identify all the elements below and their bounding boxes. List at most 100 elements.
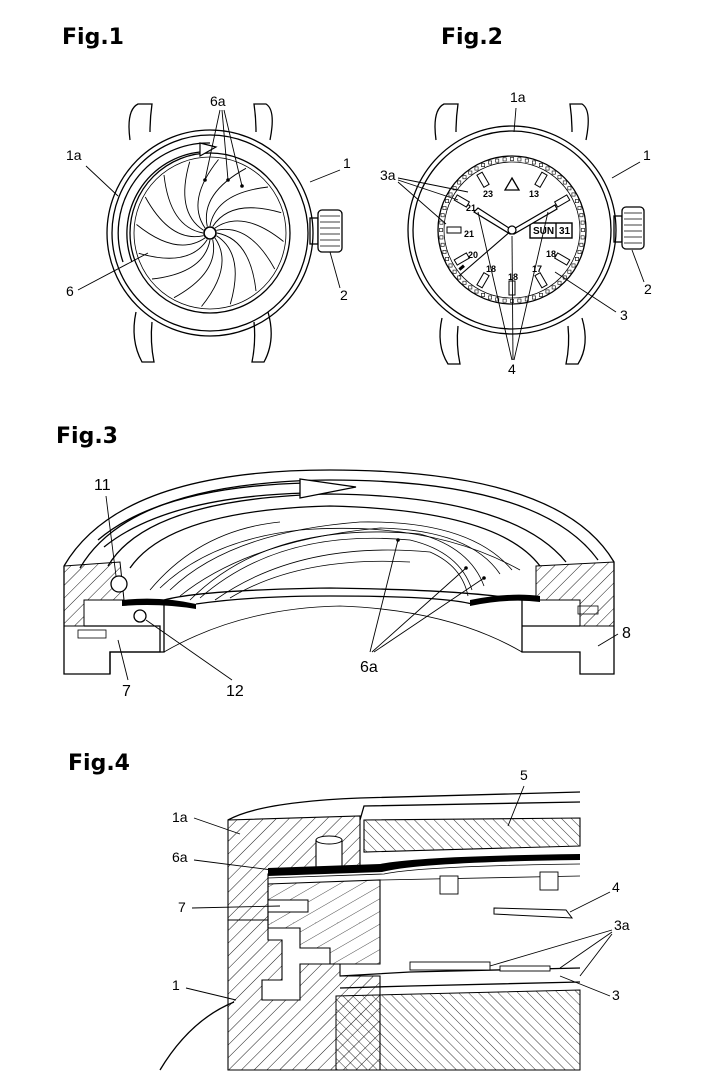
fig2-minute-tick: [457, 180, 462, 185]
fig2-minute-tick: [468, 170, 473, 175]
fig1-rotation-track-outer: [117, 142, 211, 263]
fig2-minute-tick: [571, 192, 576, 197]
fig1-label-6: 6: [66, 283, 74, 299]
fig4-case-top: [227, 791, 581, 821]
fig2-twelve-triangle-icon: [503, 176, 521, 191]
fig2-minute-tick: [481, 292, 486, 297]
fig3-blade-plate-right: [470, 594, 540, 606]
fig2-case-ring: [412, 130, 612, 330]
fig1-label-1a: 1a: [66, 147, 82, 163]
fig3-pin-12: [133, 609, 147, 623]
fig2-minute-tick: [567, 186, 572, 191]
fig2-hands: [458, 204, 558, 277]
fig2-label-1: 1: [643, 147, 651, 163]
fig2-dial-inner: [443, 161, 581, 299]
fig2-lugs: [434, 103, 589, 365]
fig3-label-7: 7: [122, 683, 131, 700]
fig3-case-silhouette: [63, 469, 615, 675]
fig2-minute-tick: [524, 297, 529, 302]
fig2-numeral: 23: [483, 189, 493, 199]
fig2-crown: [613, 206, 645, 250]
fig2-minute-tick: [557, 175, 562, 180]
fig2-minute-ticks: [439, 157, 585, 303]
fig2-minute-tick: [439, 235, 444, 240]
fig2-minute-tick: [452, 269, 457, 274]
fig2-numeral: 18: [546, 249, 556, 259]
fig1-blade: [163, 174, 204, 234]
fig4-crystal-section: [363, 817, 581, 853]
fig2-minute-tick: [442, 206, 447, 211]
fig2-minute-tick: [538, 292, 543, 297]
fig2-minute-tick: [439, 220, 444, 225]
fig1-blade: [144, 196, 204, 238]
fig2-minute-tick: [538, 163, 543, 168]
fig2-minute-tick: [502, 298, 507, 303]
fig2-minute-tick: [551, 285, 556, 290]
fig1-blade: [138, 239, 208, 259]
fig4-title: Fig.4: [68, 751, 130, 776]
fig1-blade: [205, 167, 247, 227]
fig2-hour-index: [453, 194, 471, 208]
fig2-hour-index: [476, 171, 490, 189]
fig2-minute-tick: [577, 206, 582, 211]
fig1-bezel-inner: [129, 152, 291, 314]
fig2-dial-edge: [437, 155, 587, 305]
fig1-blade: [184, 161, 204, 231]
fig2-minute-tick: [488, 295, 493, 300]
fig2-minute-tick: [457, 275, 462, 280]
fig1-iris-blades: [136, 159, 284, 307]
fig3-aperture-edge: [163, 587, 523, 601]
fig2-hour-index: [553, 252, 571, 266]
figure-4: Fig.4 5: [68, 751, 630, 1071]
fig2-numeral: 18: [508, 272, 518, 282]
fig3-label-8: 8: [622, 625, 631, 642]
fig2-numeral: 17: [532, 264, 542, 274]
fig2-minute-tick: [574, 256, 579, 261]
fig3-rotation-arrowhead: [299, 478, 357, 499]
fig2-minute-tick: [524, 158, 529, 163]
fig3-iris-blades: [149, 521, 521, 601]
fig1-blade: [216, 235, 236, 305]
fig2-minute-tick: [574, 199, 579, 204]
fig2-minute-tick: [517, 298, 522, 303]
fig2-minute-tick: [448, 263, 453, 268]
fig2-numeral: 21: [466, 203, 476, 213]
fig1-blade: [212, 207, 282, 227]
fig1-case-outer: [106, 129, 314, 337]
fig4-label-1: 1: [172, 977, 180, 993]
fig2-minute-tick: [580, 220, 585, 225]
figure-3: Fig.3: [56, 424, 631, 700]
fig2-minute-tick: [440, 242, 445, 247]
fig2-hour-index: [446, 226, 462, 234]
fig4-ring-7-section: [267, 879, 381, 965]
fig2-hour-index: [534, 171, 548, 189]
fig4-label-3: 3: [612, 987, 620, 1003]
fig2-numeral: 13: [529, 189, 539, 199]
fig2-minute-tick: [442, 250, 447, 254]
fig2-case-outer: [407, 125, 617, 335]
fig1-crown: [309, 209, 343, 253]
fig2-numeral: 20: [468, 250, 478, 260]
fig2-label-3a: 3a: [380, 167, 396, 183]
fig2-minute-tick: [440, 213, 445, 218]
fig3-blade-plate-left: [122, 598, 196, 609]
figure-1: Fig.1: [62, 25, 351, 363]
figure-2: Fig.2 23 13 21 21 20 18 18 18 17 SU: [380, 25, 652, 377]
fig2-minute-tick: [551, 170, 556, 175]
fig1-lugs: [128, 103, 273, 363]
fig2-date-text: 31: [559, 226, 571, 237]
fig2-minute-tick: [567, 269, 572, 274]
fig2-minute-tick: [557, 280, 562, 285]
fig2-minute-tick: [562, 180, 567, 185]
fig3-label-12: 12: [226, 683, 244, 700]
fig3-rotation-track: [97, 482, 306, 541]
fig4-label-5: 5: [520, 767, 528, 783]
fig2-label-4: 4: [508, 361, 516, 377]
fig2-minute-tick: [488, 160, 493, 165]
fig1-blade: [216, 232, 257, 292]
fig1-blade: [173, 239, 215, 299]
fig3-title: Fig.3: [56, 424, 118, 449]
fig1-label-1: 1: [343, 155, 351, 171]
fig1-blade: [201, 237, 223, 307]
fig2-day-date-window: SUN 31: [529, 222, 573, 239]
